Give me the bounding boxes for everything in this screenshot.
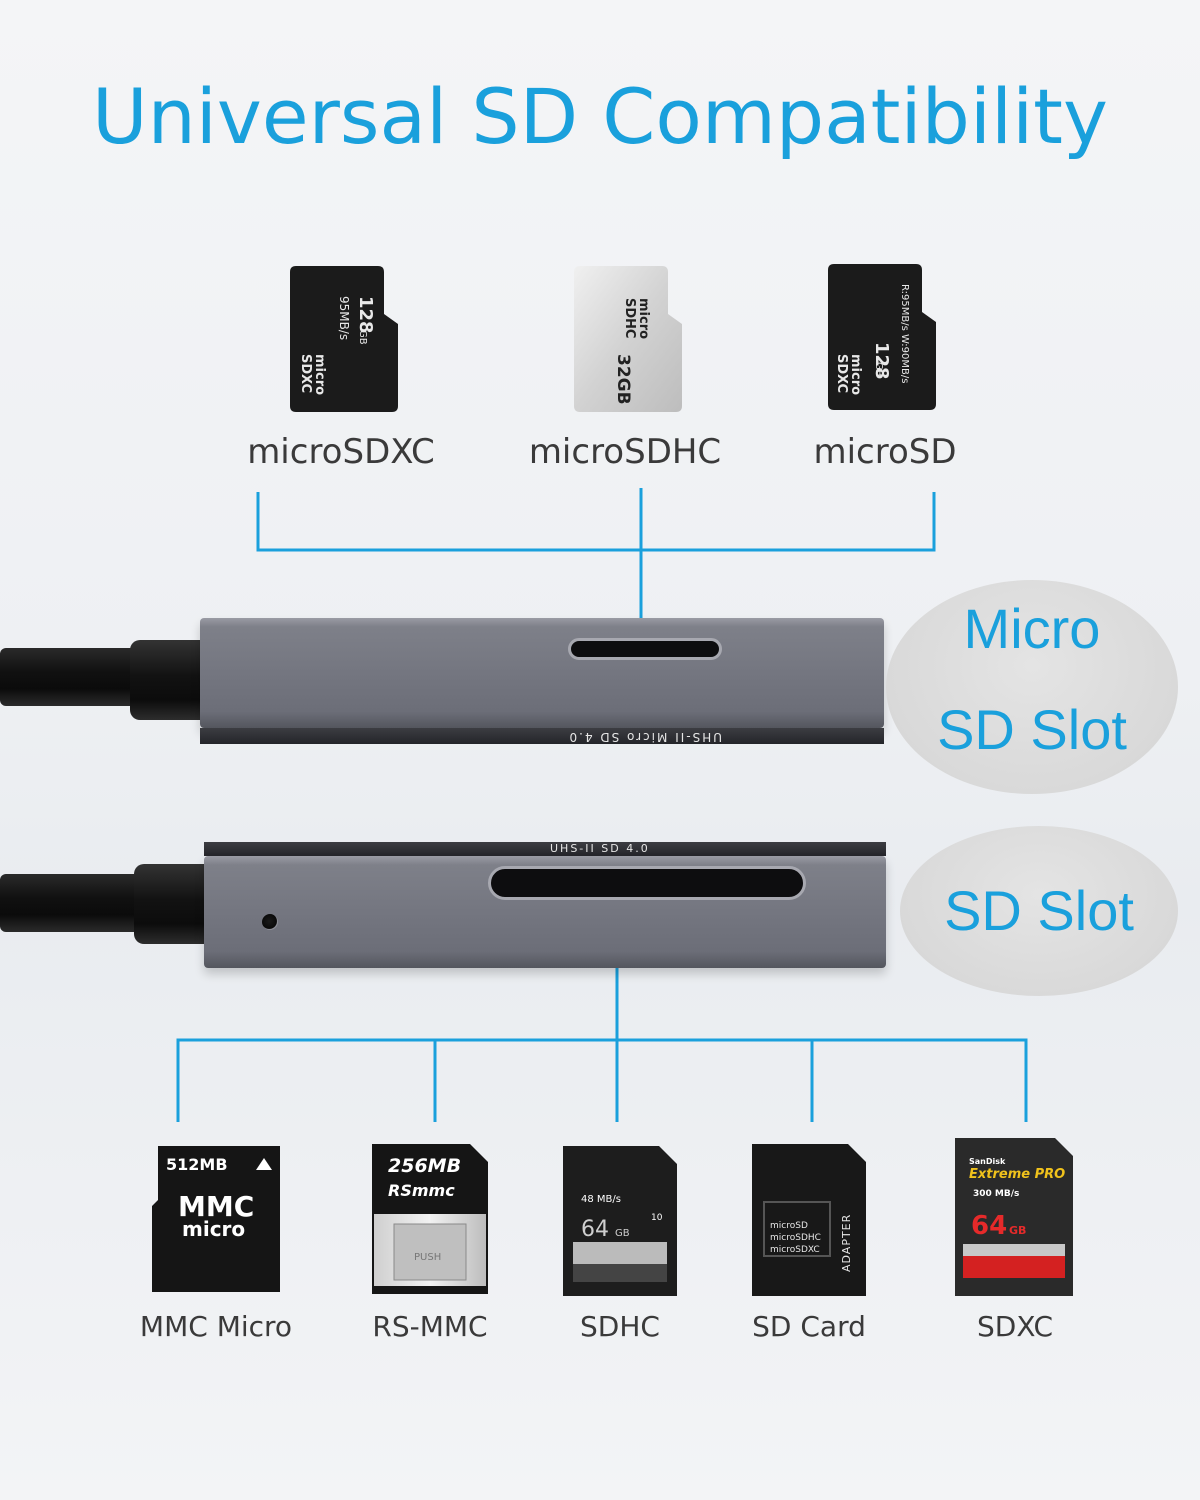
svg-text:MMC: MMC — [178, 1190, 254, 1223]
svg-text:micro: micro — [312, 354, 327, 395]
microsd-card-icon: R:95MB/s W:90MB/s 128 GB micro SD XC — [828, 264, 936, 410]
micro-reader-edge: UHS-II Micro SD 4.0 — [200, 728, 884, 744]
svg-text:GB: GB — [615, 1228, 630, 1239]
rs-mmc-card-icon: 256MB RSmmc PUSH — [372, 1144, 488, 1294]
svg-text:95MB/s: 95MB/s — [337, 296, 351, 340]
sd-card-label: SD Card — [752, 1310, 866, 1343]
microsdhc-card-icon: micro SD HC 32GB — [574, 266, 682, 412]
svg-text:300 MB/s: 300 MB/s — [973, 1189, 1019, 1199]
micro-reader-collar — [130, 640, 210, 720]
sd-bracket-line — [176, 1038, 1028, 1122]
microsdhc-label: microSDHC — [528, 432, 722, 472]
svg-text:microSDXC: microSDXC — [770, 1245, 820, 1255]
svg-text:micro: micro — [182, 1217, 245, 1241]
svg-text:GB: GB — [873, 362, 884, 377]
micro-sd-reader — [200, 618, 884, 728]
page-title: Universal SD Compatibility — [92, 72, 1108, 161]
micro-sd-slot[interactable] — [568, 638, 722, 660]
svg-text:GB: GB — [357, 330, 368, 345]
sd-reader-label: UHS-II SD 4.0 — [550, 842, 650, 855]
svg-text:RSmmc: RSmmc — [388, 1181, 455, 1200]
svg-text:SanDisk: SanDisk — [969, 1157, 1006, 1166]
sdhc-card-icon: 48 MB/s 64 GB 10 — [563, 1146, 677, 1296]
rs-mmc-label: RS-MMC — [372, 1310, 488, 1343]
svg-text:R:95MB/s W:90MB/s: R:95MB/s W:90MB/s — [899, 284, 910, 383]
microsd-label: microSD — [813, 432, 957, 472]
sdxc-card-icon: SanDisk Extreme PRO 300 MB/s 64 GB — [955, 1138, 1073, 1296]
svg-text:micro: micro — [848, 354, 863, 395]
svg-text:10: 10 — [651, 1213, 663, 1223]
svg-text:48 MB/s: 48 MB/s — [581, 1194, 621, 1205]
sd-badge-line1: SD Slot — [944, 879, 1134, 942]
svg-text:Extreme PRO: Extreme PRO — [969, 1167, 1065, 1182]
svg-text:128: 128 — [355, 296, 376, 334]
micro-badge-line2: SD Slot — [937, 698, 1127, 761]
svg-text:SD: SD — [834, 354, 849, 374]
svg-text:32GB: 32GB — [613, 354, 633, 405]
sdxc-label: SDXC — [976, 1310, 1054, 1343]
sd-reader-top-edge: UHS-II SD 4.0 — [204, 842, 886, 856]
micro-bracket-line — [256, 492, 936, 552]
micro-sd-slot-badge: Micro SD Slot — [886, 580, 1178, 794]
microsdxc-label: microSDXC — [247, 432, 435, 472]
micro-badge-line1: Micro — [963, 597, 1101, 660]
micro-reader-cable — [0, 648, 140, 706]
status-led-icon — [262, 914, 278, 930]
mmc-micro-card-icon: 512MB MMC micro — [152, 1146, 280, 1292]
sd-adapter-card-icon: microSD microSDHC microSDXC ADAPTER — [752, 1144, 866, 1296]
svg-text:64: 64 — [971, 1211, 1007, 1241]
svg-text:XC: XC — [834, 374, 849, 393]
svg-text:128: 128 — [871, 342, 892, 380]
sd-reader-collar — [134, 864, 214, 944]
svg-text:PUSH: PUSH — [414, 1252, 441, 1263]
svg-text:ADAPTER: ADAPTER — [840, 1214, 853, 1272]
sdhc-label: SDHC — [580, 1310, 660, 1343]
svg-text:GB: GB — [1009, 1224, 1026, 1237]
svg-text:micro: micro — [636, 298, 651, 339]
svg-text:microSDHC: microSDHC — [770, 1233, 821, 1243]
microsdxc-card-icon: 128 GB 95MB/s micro SD XC — [290, 266, 398, 412]
sd-card-slot[interactable] — [488, 866, 806, 900]
svg-text:64: 64 — [581, 1217, 609, 1242]
sd-reader — [204, 856, 886, 968]
sd-reader-cable — [0, 874, 144, 932]
svg-text:HC: HC — [622, 318, 637, 338]
svg-text:SD: SD — [622, 298, 637, 318]
svg-text:microSD: microSD — [770, 1221, 808, 1231]
svg-text:SD: SD — [298, 354, 313, 374]
sd-slot-badge: SD Slot — [900, 826, 1178, 996]
mmc-micro-label: MMC Micro — [139, 1310, 293, 1343]
micro-reader-label: UHS-II Micro SD 4.0 — [567, 730, 722, 744]
svg-text:XC: XC — [298, 374, 313, 393]
svg-text:512MB: 512MB — [166, 1155, 228, 1174]
svg-text:256MB: 256MB — [388, 1155, 461, 1177]
